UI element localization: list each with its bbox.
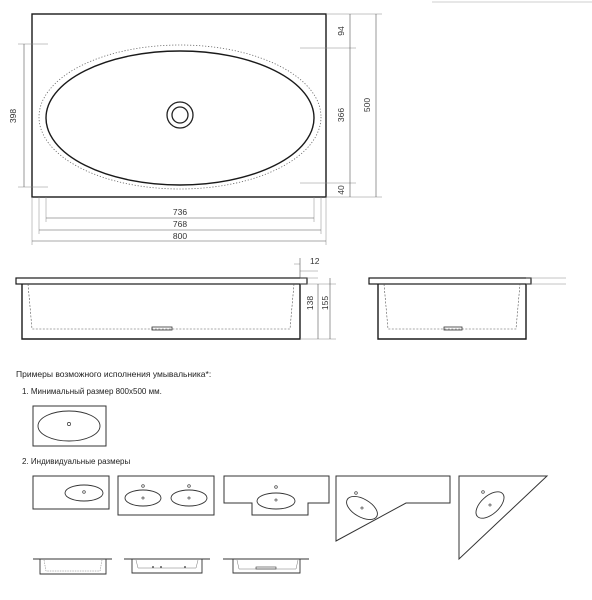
example-variant-5 <box>458 475 549 561</box>
example-minimal <box>32 405 107 447</box>
dim-label-800: 800 <box>173 231 187 241</box>
dim-label-736: 736 <box>173 207 187 217</box>
examples-title: Примеры возможного исполнения умывальник… <box>16 369 211 379</box>
dim-800: 800 <box>31 197 327 245</box>
side-bowl-inner <box>383 283 521 330</box>
drain-inner-icon <box>171 106 189 124</box>
dim-right-chain: 94 366 40 500 <box>300 13 382 198</box>
example-item-1: 1. Минимальный размер 800х500 мм. <box>22 387 162 396</box>
front-drain-icon <box>151 326 173 331</box>
side-body <box>377 284 527 340</box>
side-slab <box>368 277 532 285</box>
side-section <box>368 277 566 340</box>
dim-label-366: 366 <box>336 108 346 122</box>
example-variant-1 <box>32 475 110 510</box>
dim-label-768: 768 <box>173 219 187 229</box>
example-variant-3 <box>223 475 330 516</box>
dim-label-94: 94 <box>336 26 346 36</box>
dim-768: 768 <box>38 197 322 234</box>
dim-label-138: 138 <box>305 296 315 310</box>
example-item-2: 2. Индивидуальные размеры <box>22 457 130 466</box>
dim-736: 736 <box>45 197 315 222</box>
dim-12: 12 <box>294 256 320 279</box>
countertop-outline <box>31 13 327 198</box>
front-bowl-inner <box>27 283 295 330</box>
example-variant-2 <box>117 475 215 516</box>
drain-outer-icon <box>166 101 194 129</box>
dim-label-40: 40 <box>336 185 346 195</box>
dim-138-155: 138 155 <box>300 278 336 340</box>
dim-398: 398 <box>8 43 48 188</box>
dim-label-12: 12 <box>310 256 320 266</box>
profile-1 <box>33 558 112 575</box>
profile-2 <box>124 558 210 574</box>
dim-label-398: 398 <box>8 109 18 123</box>
profile-3 <box>223 558 309 574</box>
side-drain-icon <box>443 326 463 331</box>
bowl-outer-edge <box>38 44 322 190</box>
front-section: 12 138 155 <box>15 256 336 340</box>
front-body <box>21 284 301 340</box>
top-view: 736 768 800 398 94 <box>8 13 382 245</box>
dim-label-155: 155 <box>320 296 330 310</box>
dim-label-500: 500 <box>362 98 372 112</box>
front-slab <box>15 277 308 285</box>
bowl-inner-edge <box>45 50 315 186</box>
example-variant-4 <box>335 475 451 542</box>
